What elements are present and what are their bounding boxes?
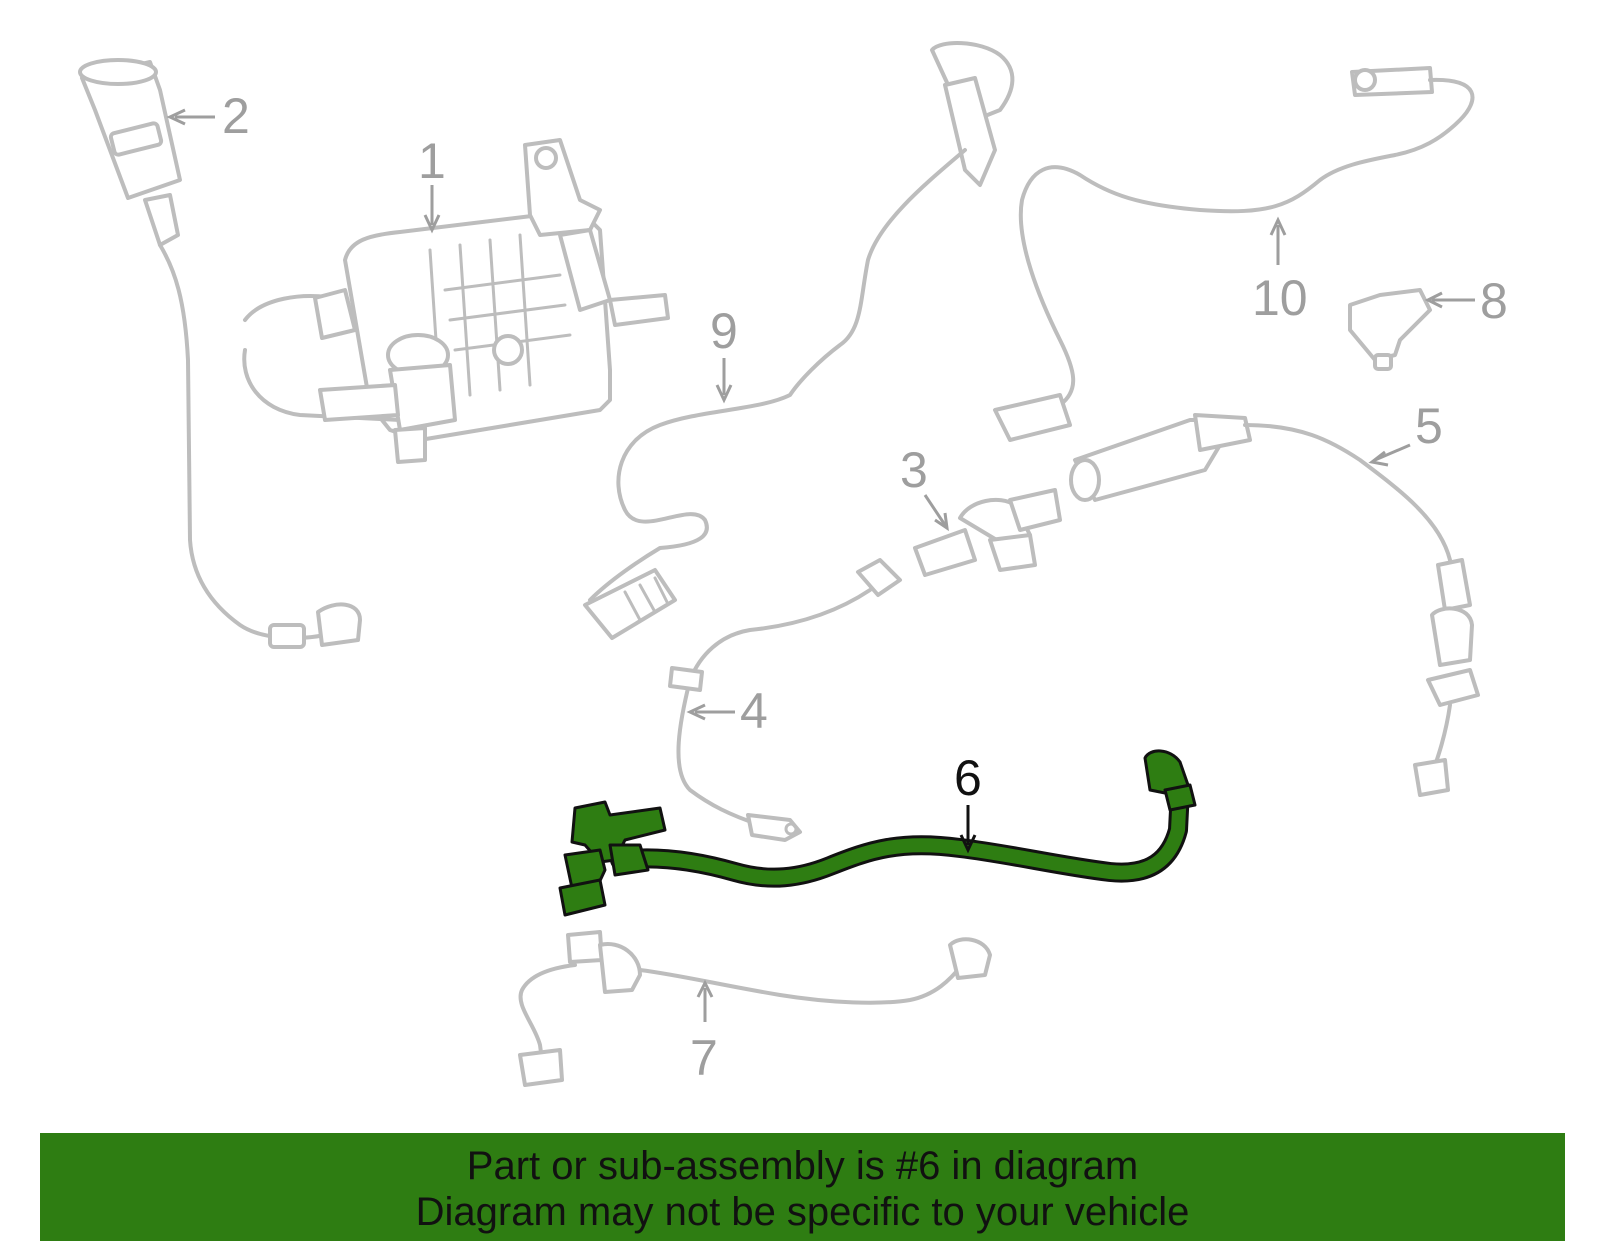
part-8-sensor bbox=[1348, 288, 1432, 371]
callout-4: 4 bbox=[686, 683, 768, 739]
svg-text:9: 9 bbox=[710, 303, 738, 359]
callout-3: 3 bbox=[900, 442, 949, 532]
svg-text:8: 8 bbox=[1480, 273, 1508, 329]
part-1-canister bbox=[242, 138, 670, 464]
svg-text:6: 6 bbox=[954, 750, 982, 806]
footer-banner: Part or sub-assembly is #6 in diagram Di… bbox=[40, 1133, 1565, 1241]
part-6-hose-highlighted bbox=[558, 749, 1197, 917]
callout-9: 9 bbox=[710, 303, 738, 404]
callout-1: 1 bbox=[418, 133, 446, 234]
callout-2: 2 bbox=[166, 88, 250, 144]
svg-text:2: 2 bbox=[222, 88, 250, 144]
svg-text:4: 4 bbox=[740, 683, 768, 739]
svg-text:3: 3 bbox=[900, 442, 928, 498]
footer-line-1: Part or sub-assembly is #6 in diagram bbox=[466, 1144, 1139, 1188]
svg-text:10: 10 bbox=[1252, 270, 1308, 326]
part-10-sensor-wire bbox=[993, 66, 1475, 442]
callout-8: 8 bbox=[1424, 273, 1508, 329]
svg-text:5: 5 bbox=[1415, 398, 1443, 454]
footer-line-2: Diagram may not be specific to your vehi… bbox=[415, 1190, 1190, 1234]
part-2-sensor-hose bbox=[78, 58, 362, 649]
callout-5: 5 bbox=[1368, 398, 1443, 467]
svg-text:7: 7 bbox=[690, 1030, 718, 1086]
svg-text:1: 1 bbox=[418, 133, 446, 189]
part-5-hose bbox=[1069, 413, 1480, 797]
callout-7: 7 bbox=[690, 979, 718, 1086]
part-4-hose bbox=[668, 558, 902, 842]
callout-10: 10 bbox=[1252, 216, 1308, 326]
part-7-hose bbox=[518, 930, 992, 1087]
callout-6[interactable]: 6 bbox=[954, 750, 982, 854]
part-3-valve bbox=[913, 488, 1062, 577]
part-9-wire bbox=[583, 41, 1015, 640]
